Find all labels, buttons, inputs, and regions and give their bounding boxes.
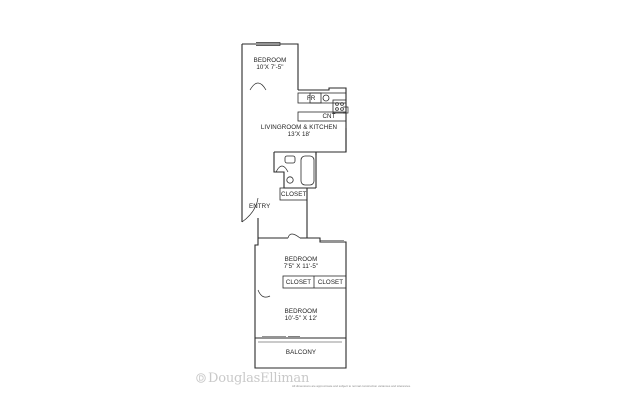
room-name: BEDROOM bbox=[284, 308, 318, 315]
closet-left-label: CLOSET bbox=[285, 278, 312, 286]
fridge-box bbox=[309, 92, 322, 104]
fridge-label: FR bbox=[307, 94, 316, 102]
room-dims: 13'X 18' bbox=[287, 131, 311, 139]
bedroom-bottom-label: BEDROOM 10'-5" X 12' bbox=[256, 308, 346, 323]
lower-counter bbox=[297, 111, 347, 122]
room-dims: 7'5" X 11'-5" bbox=[283, 263, 319, 271]
stove-icon bbox=[332, 99, 347, 114]
living-kitchen-label: LIVINGROOM & KITCHEN 13'X 18' bbox=[249, 124, 349, 139]
toilet-icon bbox=[286, 176, 294, 184]
counter-label: CNT bbox=[322, 113, 336, 120]
hall-closet-label: CLOSET bbox=[281, 191, 307, 198]
sink-icon bbox=[322, 94, 330, 102]
balcony-walls bbox=[254, 338, 347, 369]
room-name: LIVINGROOM & KITCHEN bbox=[260, 124, 338, 131]
bedroom-middle-walls bbox=[254, 233, 347, 289]
balcony-label: BALCONY bbox=[285, 349, 317, 356]
disclaimer-text: All dimensions are approximate and subje… bbox=[292, 384, 411, 388]
sink-bath-icon bbox=[284, 155, 296, 164]
room-dims: 10'-5" X 12' bbox=[284, 315, 318, 323]
douglas-elliman-logo-icon bbox=[196, 373, 206, 383]
entry-label: ENTRY bbox=[249, 203, 271, 210]
watermark-text: DouglasElliman bbox=[208, 371, 310, 386]
closet-boxes bbox=[282, 275, 347, 289]
bathtub-icon bbox=[300, 155, 315, 186]
bathroom-walls bbox=[273, 151, 317, 189]
bedroom-top-walls bbox=[241, 42, 299, 91]
closet-right-label: CLOSET bbox=[317, 278, 344, 286]
kitchen-fixtures bbox=[297, 92, 347, 122]
bedroom-middle-label: BEDROOM 7'5" X 11'-5" bbox=[256, 256, 346, 271]
hall-closet-walls bbox=[279, 187, 308, 238]
entry-door bbox=[241, 197, 259, 238]
room-name: BEDROOM bbox=[284, 256, 318, 263]
bedroom-bottom-walls bbox=[254, 288, 347, 339]
bedroom-top-label: BEDROOM 10'X 7'-5" bbox=[225, 57, 315, 72]
room-name: BEDROOM bbox=[253, 57, 287, 64]
room-dims: 10'X 7'-5" bbox=[256, 64, 284, 72]
upper-counter bbox=[297, 92, 347, 104]
